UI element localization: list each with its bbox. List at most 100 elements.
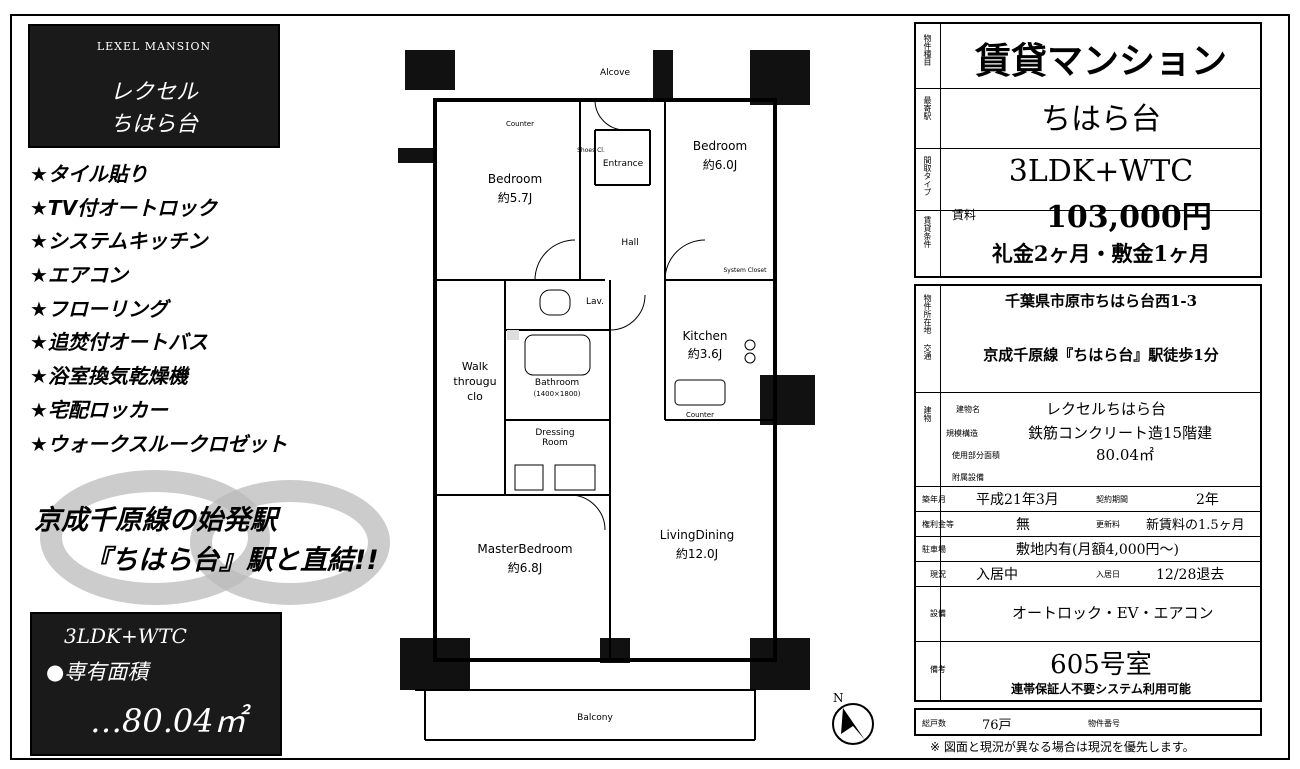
rent-label: 賃料 (952, 208, 977, 222)
info-terms: 礼金2ヶ月・敷金1ヶ月 (991, 241, 1211, 266)
plan-column (750, 50, 810, 105)
feature-list: ★タイル貼り ★TV付オートロック ★システムキッチン ★エアコン ★フローリン… (30, 158, 287, 461)
info-equip: オートロック・EV・エアコン (1012, 604, 1214, 622)
compass-icon: N (832, 691, 874, 745)
label-bathroom: Bathroom (535, 378, 579, 388)
info-layout: 3LDK+WTC (1008, 154, 1194, 189)
info-renewal: 新賃料の1.5ヶ月 (1146, 518, 1245, 533)
spec-box: 3LDK+WTC ●専有面積 …80.04㎡ (30, 612, 282, 756)
equip-label: 設備 (930, 609, 946, 618)
label-station: 最寄駅 (923, 96, 932, 120)
label-clo: clo (467, 390, 483, 403)
info-address: 千葉県市原市ちはら台西1-3 (1004, 292, 1198, 310)
room-size: 約3.6J (688, 346, 723, 361)
feature-item: ★TV付オートロック (30, 195, 218, 220)
label-access: 交通 (923, 344, 932, 360)
info-built: 平成21年3月 (976, 492, 1059, 508)
feature-item: ★エアコン (30, 263, 128, 288)
feature-item: ★ウォークスルークロゼット (30, 431, 288, 456)
feature-item: ★宅配ロッカー (30, 397, 168, 422)
brand-jp-line2: ちはら台 (109, 112, 198, 137)
label-building-side: 建物 (923, 406, 932, 422)
renewal-label: 更新料 (1096, 520, 1120, 529)
room-size: 約6.8J (508, 560, 543, 575)
info-access: 京成千原線『ちはら台』駅徒歩1分 (983, 346, 1219, 364)
label-balcony: Balcony (577, 713, 613, 723)
brand-jp-line1: レクセル (109, 80, 198, 105)
label-terms: 賃貸条件 (923, 216, 932, 248)
plan-column (405, 50, 455, 90)
info-movein: 12/28退去 (1156, 567, 1225, 583)
slogan-line1: 京成千原線の始発駅 (34, 505, 277, 536)
feature-item: ★タイル貼り (30, 162, 148, 186)
label-bath-size: (1400×1800) (534, 390, 581, 398)
feature-item: ★追焚付オートバス (30, 330, 208, 355)
info-status: 入居中 (976, 567, 1018, 583)
feature-item: ★システムキッチン (30, 229, 208, 254)
brand-box: LEXEL MANSION レクセル ちはら台 (28, 24, 280, 148)
feature-item: ★フローリング (30, 296, 168, 321)
page-frame (10, 14, 1290, 760)
floor-plan: Bedroom 約5.7J Bedroom 約6.0J Kitchen 約3.6… (398, 50, 815, 741)
info-note: 連帯保証人不要システム利用可能 (1011, 682, 1191, 696)
compass-n: N (833, 691, 844, 705)
area-label: 使用部分面積 (952, 451, 1000, 460)
spec-area-label: ●専有面積 (46, 660, 149, 684)
info-structure: 鉄筋コンクリート造15階建 (1028, 424, 1213, 442)
building-label: 建物名 (956, 405, 980, 414)
structure-label: 規模構造 (946, 429, 978, 438)
movein-label: 入居日 (1096, 570, 1120, 579)
note-label: 備考 (930, 665, 946, 674)
info-room: 605号室 (1050, 650, 1152, 680)
units-label: 総戸数 (922, 719, 946, 728)
info-parking: 敷地内有(月額4,000円～) (1016, 542, 1180, 558)
label-layout: 間取タイプ (923, 156, 932, 196)
info-title: 賃貸マンション (974, 40, 1227, 82)
feature-item: ★浴室換気乾燥機 (30, 364, 188, 389)
status-label: 現況 (930, 570, 946, 579)
label-system-closet: System Closet (724, 267, 768, 274)
plan-column (398, 148, 433, 163)
spec-layout: 3LDK+WTC (64, 624, 187, 648)
info-table-top: 物件種目 最寄駅 間取タイプ 賃貸条件 賃貸マンション ちはら台 3LDK+WT… (914, 22, 1262, 278)
room-size: 約6.0J (703, 157, 738, 172)
label-type: 物件種目 (923, 34, 932, 66)
room-name: Bedroom (488, 172, 542, 186)
plan-column (653, 50, 673, 100)
built-label: 築年月 (922, 495, 946, 504)
key-label: 権利金等 (922, 520, 954, 529)
room-name: MasterBedroom (477, 542, 572, 556)
brand-en: LEXEL MANSION (96, 40, 212, 53)
room-size: 約12.0J (676, 546, 718, 561)
plan-column (750, 638, 810, 690)
plan-column (760, 375, 815, 425)
room-name: Bedroom (693, 139, 747, 153)
label-shoes: Shoes Cl. (577, 147, 605, 154)
label-lav: Lav. (586, 297, 604, 307)
parking-label: 駐車場 (922, 545, 946, 554)
slogan-line2: 『ちはら台』駅と直結!! (84, 545, 379, 576)
info-station: ちはら台 (1041, 102, 1161, 137)
info-key: 無 (1016, 517, 1030, 533)
label-througu: througu (453, 375, 496, 388)
label-entrance: Entrance (603, 159, 644, 169)
label-walk: Walk (462, 360, 489, 373)
info-units: 76戸 (982, 718, 1012, 733)
label-alcove: Alcove (600, 68, 630, 78)
contract-label: 契約期間 (1096, 495, 1128, 504)
info-building: レクセルちはら台 (1046, 400, 1167, 418)
info-contract: 2年 (1196, 492, 1219, 508)
label-room: Room (542, 438, 568, 448)
room-size: 約5.7J (498, 190, 533, 205)
label-counter-kitchen: Counter (686, 411, 714, 419)
label-location: 物件所在地 (923, 294, 932, 334)
label-hall: Hall (621, 238, 638, 248)
info-area: 80.04㎡ (1096, 446, 1154, 464)
propno-label: 物件番号 (1088, 719, 1120, 728)
room-name: Kitchen (682, 329, 727, 343)
footnote: ※ 図面と現況が異なる場合は現況を優先します。 (930, 740, 1195, 754)
spec-area-value: …80.04㎡ (90, 702, 246, 740)
info-table-bottom: 総戸数 76戸 物件番号 (914, 708, 1262, 736)
info-table-main: 物件所在地 交通 千葉県市原市ちはら台西1-3 京成千原線『ちはら台』駅徒歩1分… (914, 284, 1262, 702)
info-rent: 103,000円 (1046, 200, 1212, 235)
